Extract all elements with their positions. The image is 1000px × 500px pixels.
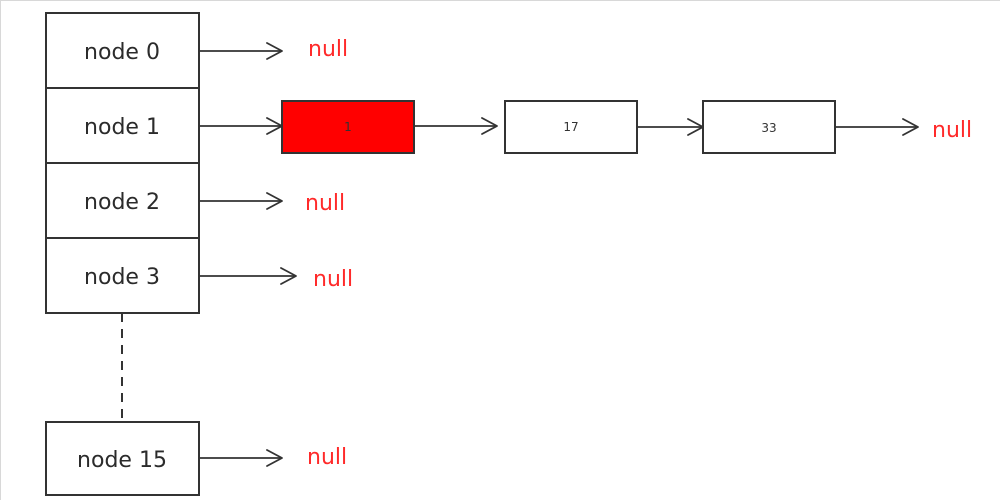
list-entry-1-value: 1 xyxy=(344,120,352,134)
bucket-1-linked-list: 1 17 33 null xyxy=(199,100,972,154)
list-entry-33-value: 33 xyxy=(761,121,776,135)
bucket-label-node-2: node 2 xyxy=(84,190,160,215)
bucket-label-node-3: node 3 xyxy=(84,265,160,290)
bucket-null-pointers: null null null null xyxy=(199,37,353,470)
bucket-box-node-15 xyxy=(45,421,200,496)
bucket-box-node-1 xyxy=(45,87,200,164)
null-label-node-2: null xyxy=(305,191,345,216)
bucket-box-node-0 xyxy=(45,12,200,89)
bucket-box-node-3 xyxy=(45,237,200,314)
null-label-node-15: null xyxy=(307,445,347,470)
list-entry-1-box xyxy=(281,100,415,154)
null-label-node-3: null xyxy=(313,267,353,292)
null-label-node-0: null xyxy=(308,37,348,62)
list-entry-33-box xyxy=(702,100,836,154)
list-entry-17-box xyxy=(504,100,638,154)
null-label-list-end: null xyxy=(932,118,972,143)
bucket-label-node-0: node 0 xyxy=(84,40,160,65)
bucket-column: node 0 node 1 node 2 node 3 node 15 xyxy=(45,12,200,496)
list-entry-17-value: 17 xyxy=(563,120,578,134)
bucket-label-node-15: node 15 xyxy=(77,448,167,473)
bucket-label-node-1: node 1 xyxy=(84,115,160,140)
